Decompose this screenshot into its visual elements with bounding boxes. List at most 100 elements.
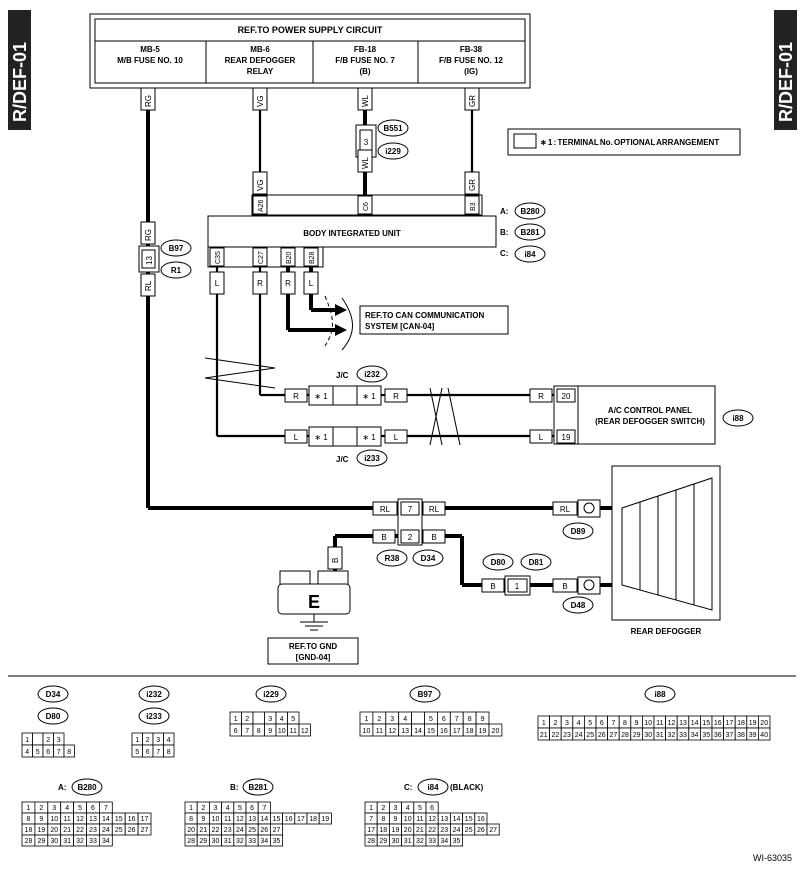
- pin-number: 12: [428, 816, 436, 823]
- pin-number: 3: [57, 737, 61, 744]
- pin-cell: [99, 834, 113, 847]
- svg-text:B:: B:: [230, 783, 238, 792]
- pin-number: 10: [50, 816, 58, 823]
- can-reference-line-1: REF.TO CAN COMMUNICATION: [365, 311, 484, 320]
- pin-number: 21: [416, 827, 424, 834]
- ac-control-panel: R L 20 19 A/C CONTROL PANEL (REAR DEFOGG…: [529, 385, 754, 445]
- connector-d80-d81: D80 D81 B 1: [481, 553, 552, 596]
- pin-number: 16: [714, 720, 722, 727]
- pin-number: 6: [91, 805, 95, 812]
- svg-text:A:: A:: [500, 207, 508, 216]
- pin-number: 7: [57, 749, 61, 756]
- pin-number: 10: [404, 816, 412, 823]
- power-col-2-line-1: MB-6: [250, 45, 270, 54]
- power-col-3-line-1: FB-18: [354, 45, 377, 54]
- pin-number: 27: [489, 827, 497, 834]
- pin-number: 8: [189, 816, 193, 823]
- pin-number: 9: [481, 716, 485, 723]
- pin-number: 4: [65, 805, 69, 812]
- pin-number: 3: [214, 805, 218, 812]
- connector-d89: RL D89: [552, 499, 601, 540]
- svg-text:C6: C6: [363, 202, 370, 211]
- pin-number: 9: [39, 816, 43, 823]
- svg-text:L: L: [539, 433, 544, 442]
- pin-number: 7: [156, 749, 160, 756]
- pin-number: 31: [63, 838, 71, 845]
- pin-number: 21: [63, 827, 71, 834]
- figure-id: WI-63035: [753, 853, 792, 863]
- pin-number: 28: [25, 838, 33, 845]
- pin-number: 17: [453, 728, 461, 735]
- connector-label-i232: i232: [364, 370, 380, 379]
- pin-number: 10: [363, 728, 371, 735]
- pin-number: 20: [404, 827, 412, 834]
- power-col-1-line-2: M/B FUSE NO. 10: [117, 56, 183, 65]
- pin-number: 8: [381, 816, 385, 823]
- connector-label-i84: i84: [524, 250, 536, 259]
- svg-text:C35: C35: [215, 251, 222, 264]
- pin-number: 28: [367, 838, 375, 845]
- ground-letter: E: [308, 592, 320, 612]
- pin-number: 13: [89, 816, 97, 823]
- pin-number: 22: [428, 827, 436, 834]
- svg-text:R: R: [538, 392, 544, 401]
- pin-number: 5: [429, 716, 433, 723]
- pin-number: 7: [611, 720, 615, 727]
- svg-text:VG: VG: [256, 95, 265, 107]
- svg-text:19: 19: [562, 433, 571, 442]
- connector-label-d80: D80: [491, 558, 506, 567]
- pin-number: 31: [656, 732, 664, 739]
- pin-number: 2: [381, 805, 385, 812]
- ground-reference-line-2: [GND-04]: [296, 653, 331, 662]
- svg-text:L: L: [394, 433, 399, 442]
- connector-label-b97: B97: [169, 244, 184, 253]
- side-label-right: R/DEF-01: [776, 42, 796, 122]
- pin-number: 5: [36, 749, 40, 756]
- pin-number: 8: [167, 749, 171, 756]
- pin-number: 8: [257, 728, 261, 735]
- power-supply-title: REF.TO POWER SUPPLY CIRCUIT: [238, 25, 383, 35]
- pin-number: 25: [248, 827, 256, 834]
- pin-number: 2: [245, 716, 249, 723]
- pin-cell: [32, 732, 44, 746]
- pin-number: 24: [102, 827, 110, 834]
- pin-number: 19: [749, 720, 757, 727]
- pin-number: 20: [492, 728, 500, 735]
- connector-label-d81: D81: [529, 558, 544, 567]
- pin-number: 1: [234, 716, 238, 723]
- svg-text:RL: RL: [380, 505, 391, 514]
- connector-label-b280: B280: [520, 207, 540, 216]
- svg-text:3: 3: [364, 138, 369, 147]
- pin-number: 11: [290, 728, 297, 735]
- pin-number: 20: [187, 827, 195, 834]
- pin-number: 12: [236, 816, 244, 823]
- pin-number: 8: [623, 720, 627, 727]
- pin-number: 4: [406, 805, 410, 812]
- wire-tag-gr-bcm: GR: [464, 171, 480, 195]
- pin-number: 14: [453, 816, 461, 823]
- connector-b551: 3 WL B551 i229: [355, 119, 409, 173]
- pin-number: 15: [427, 728, 435, 735]
- pin-number: 29: [633, 732, 641, 739]
- pin-number: 5: [238, 805, 242, 812]
- pin-number: 23: [224, 827, 232, 834]
- pin-number: 6: [146, 749, 150, 756]
- svg-text:2: 2: [408, 533, 413, 542]
- pin-number: 19: [37, 827, 45, 834]
- svg-text:J/C: J/C: [336, 455, 349, 464]
- connector-label-d89: D89: [571, 527, 586, 536]
- connector-b97: RG 13 RL B97 R1: [138, 221, 192, 297]
- ac-control-panel-line-2: (REAR DEFOGGER SWITCH): [595, 417, 705, 426]
- pin-number: 1: [369, 805, 373, 812]
- pin-number: 33: [248, 838, 256, 845]
- pin-number: 11: [656, 720, 663, 727]
- connector-label-d34: D34: [421, 554, 436, 563]
- rear-defogger-label: REAR DEFOGGER: [631, 627, 702, 636]
- pin-number: 11: [224, 816, 231, 823]
- pin-number: 39: [749, 732, 757, 739]
- power-col-2-line-2: REAR DEFOGGER: [225, 56, 296, 65]
